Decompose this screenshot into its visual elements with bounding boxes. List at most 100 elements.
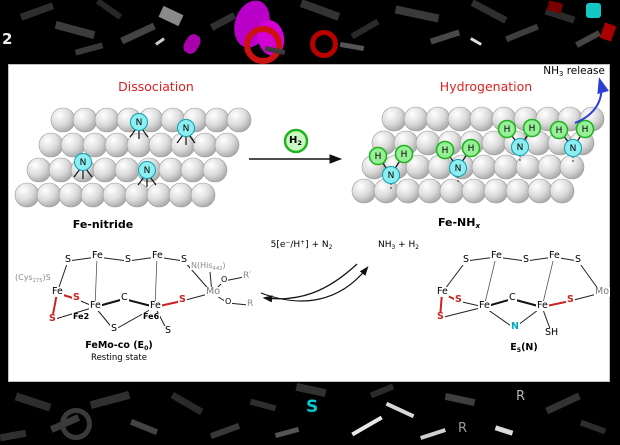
noise-shape bbox=[394, 5, 440, 23]
fe-sphere bbox=[471, 154, 497, 180]
atom-s-red: S bbox=[178, 294, 187, 305]
dissociation-heading: Dissociation bbox=[118, 79, 194, 94]
fe-sphere bbox=[36, 182, 62, 208]
n-atom-label: N bbox=[455, 164, 462, 174]
n-atom bbox=[74, 153, 92, 171]
noise-shape bbox=[95, 0, 123, 20]
fe-sphere bbox=[226, 107, 252, 133]
fe6-label: Fe6 bbox=[142, 312, 161, 321]
fe-sphere bbox=[82, 132, 108, 158]
fe-sphere bbox=[170, 132, 196, 158]
atom-s: S bbox=[64, 254, 73, 265]
fe-sphere bbox=[351, 178, 377, 204]
atom-fe: Fe bbox=[490, 250, 503, 261]
noise-shape bbox=[470, 37, 482, 46]
noise-shape bbox=[299, 0, 341, 21]
fe-sphere bbox=[559, 154, 585, 180]
atom-s: S bbox=[574, 254, 583, 265]
h-atom bbox=[522, 118, 542, 138]
e5n-caption: E5(N) bbox=[510, 342, 538, 354]
fe-sphere bbox=[493, 154, 519, 180]
fe-sphere bbox=[124, 182, 150, 208]
noise-shape bbox=[444, 392, 476, 407]
atom-fe: Fe bbox=[91, 250, 104, 261]
fe-sphere bbox=[148, 132, 174, 158]
atom-s: S bbox=[110, 323, 119, 334]
n-atom bbox=[382, 166, 400, 184]
noise-shape bbox=[295, 382, 327, 398]
atom-fe: Fe bbox=[51, 286, 64, 297]
n-atom bbox=[177, 119, 195, 137]
atom-s-red: S bbox=[436, 311, 445, 322]
fe-sphere bbox=[146, 182, 172, 208]
fe-sphere bbox=[114, 157, 140, 183]
fe-nitride-caption: Fe-nitride bbox=[72, 218, 134, 231]
fe-sphere bbox=[192, 132, 218, 158]
n-atom bbox=[138, 161, 156, 179]
fe-sphere bbox=[94, 107, 120, 133]
h-atom bbox=[461, 138, 481, 158]
fe-sphere bbox=[461, 178, 487, 204]
noise-shape bbox=[19, 2, 55, 21]
fe-sphere bbox=[104, 132, 130, 158]
atom-fe2: Fe bbox=[89, 300, 102, 311]
noise-glyph: R bbox=[516, 389, 526, 404]
atom-s: S bbox=[522, 254, 531, 265]
noise-shape bbox=[494, 425, 514, 436]
atom-c: C bbox=[508, 292, 517, 303]
atom-s: S bbox=[164, 325, 173, 336]
noise-shape bbox=[14, 392, 52, 412]
r-prime-label: R′ bbox=[242, 271, 253, 281]
fe-sphere bbox=[204, 107, 230, 133]
his-ligand-label: N(His442) bbox=[190, 261, 227, 272]
noise-shape bbox=[209, 12, 237, 31]
noise-shape bbox=[369, 383, 395, 399]
h2-label: H2 bbox=[289, 135, 302, 147]
noise-ring bbox=[310, 30, 338, 58]
fe-sphere bbox=[58, 182, 84, 208]
h-atom-label: H bbox=[401, 150, 408, 160]
noise-shape bbox=[350, 18, 380, 40]
noise-shape bbox=[420, 428, 446, 440]
fe-sphere bbox=[447, 106, 473, 132]
fe-sphere bbox=[72, 107, 98, 133]
noise-shape bbox=[579, 419, 607, 435]
reaction-curve-out bbox=[260, 266, 369, 302]
h-atom bbox=[549, 120, 569, 140]
noise-shape bbox=[339, 41, 365, 52]
n-atom-label: N bbox=[183, 124, 190, 134]
noise-glyph: R bbox=[458, 421, 468, 436]
noise-shape bbox=[170, 391, 204, 416]
n-atom bbox=[449, 159, 467, 177]
atom-fe6: Fe bbox=[149, 300, 162, 311]
fe-sphere bbox=[469, 106, 495, 132]
noise-shape bbox=[158, 5, 184, 27]
fe-sphere bbox=[403, 106, 429, 132]
atom-s-red: S bbox=[48, 313, 57, 324]
fe-sphere bbox=[425, 106, 451, 132]
atom-s-red: S bbox=[72, 292, 81, 303]
noise-glyph: S bbox=[306, 397, 319, 417]
atom-fe: Fe bbox=[478, 300, 491, 311]
fe-sphere bbox=[26, 157, 52, 183]
noise-shape bbox=[120, 22, 156, 45]
fe-sphere bbox=[527, 178, 553, 204]
h-atom bbox=[394, 144, 414, 164]
reaction-curve-in bbox=[262, 263, 358, 303]
noise-shape bbox=[545, 392, 581, 415]
atom-s: S bbox=[124, 254, 133, 265]
n-atom bbox=[130, 113, 148, 131]
n-atom-label: N bbox=[570, 144, 577, 154]
h-atom-label: H bbox=[504, 125, 511, 135]
atom-s: S bbox=[462, 254, 471, 265]
fe-sphere bbox=[190, 182, 216, 208]
fe-sphere bbox=[549, 178, 575, 204]
n-atom-label: N bbox=[136, 118, 143, 128]
noise-red-block bbox=[599, 22, 617, 42]
fe-sphere bbox=[168, 182, 194, 208]
fe2-label: Fe2 bbox=[72, 312, 91, 321]
fe-sphere bbox=[515, 154, 541, 180]
noise-teal-square bbox=[586, 3, 601, 18]
